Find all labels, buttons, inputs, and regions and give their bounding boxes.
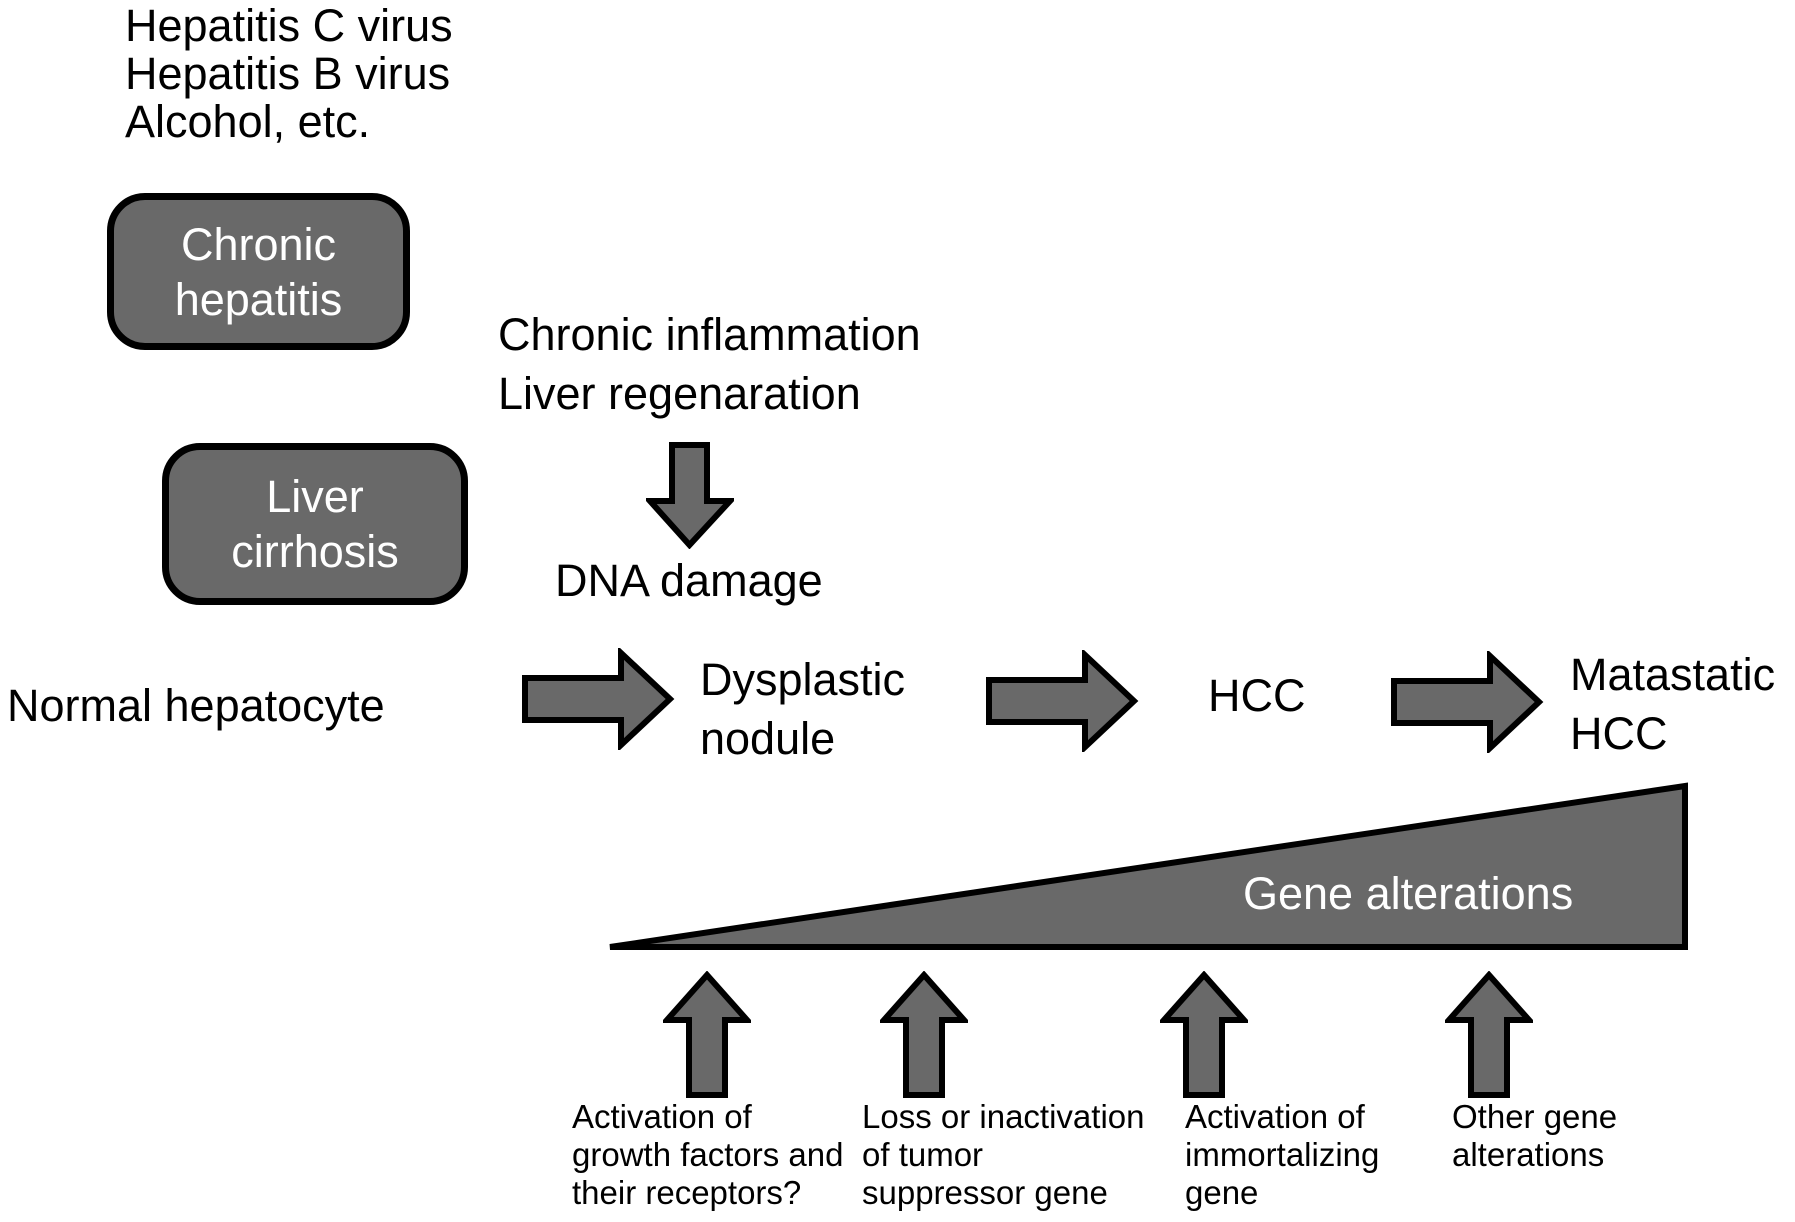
dysplastic-line: Dysplastic	[700, 654, 906, 705]
factor-line: Loss or inactivation	[862, 1098, 1145, 1135]
liver-cirrhosis-label-line: cirrhosis	[231, 526, 399, 577]
flow-step-normal-hepatocyte: Normal hepatocyte	[7, 680, 385, 731]
dna-damage-label: DNA damage	[555, 555, 823, 606]
gene-alterations-wedge	[609, 782, 1688, 950]
factor-line: Other gene	[1452, 1098, 1618, 1135]
flow-step-dysplastic-nodule: Dysplastic nodule	[700, 650, 905, 768]
flow-step-metastatic-hcc: Matastatic HCC	[1570, 645, 1775, 763]
factor-line: alterations	[1452, 1136, 1605, 1173]
gene-alterations-label: Gene alterations	[1243, 868, 1574, 919]
dysplastic-line: nodule	[700, 713, 836, 764]
up-arrow-icon	[663, 971, 751, 1098]
factor-line: their receptors?	[572, 1174, 802, 1211]
metastatic-line: HCC	[1570, 708, 1668, 759]
up-arrow-icon	[1445, 971, 1533, 1098]
chronic-hepatitis-box: Chronic hepatitis	[107, 193, 410, 350]
factor-line: of tumor	[862, 1136, 984, 1173]
chronic-hepatitis-label-line: Chronic	[180, 218, 337, 270]
right-arrow-icon	[522, 648, 675, 750]
factor-line: immortalizing	[1185, 1136, 1380, 1173]
liver-cirrhosis-label-line: Liver	[266, 471, 364, 522]
liver-cirrhosis-box: Liver cirrhosis	[162, 443, 468, 605]
process-line: Liver regenaration	[498, 368, 861, 419]
factor-label-growth-factors: Activation of growth factors and their r…	[572, 1098, 843, 1212]
etiology-line: Alcohol, etc.	[125, 96, 371, 147]
process-line: Chronic inflammation	[498, 309, 921, 360]
metastatic-line: Matastatic	[1570, 649, 1776, 700]
etiology-text-block: Hepatitis C virus Hepatitis B virus Alco…	[125, 2, 453, 146]
up-arrow-icon	[1160, 971, 1248, 1098]
etiology-line: Hepatitis B virus	[125, 48, 451, 99]
factor-label-immortalizing-gene: Activation of immortalizing gene	[1185, 1098, 1379, 1212]
factor-line: Activation of	[1185, 1098, 1365, 1135]
right-arrow-icon	[986, 650, 1139, 752]
factor-line: growth factors and	[572, 1136, 844, 1173]
factor-label-other-gene-alterations: Other gene alterations	[1452, 1098, 1617, 1174]
process-text-block: Chronic inflammation Liver regenaration	[498, 305, 921, 423]
factor-label-tumor-suppressor: Loss or inactivation of tumor suppressor…	[862, 1098, 1144, 1212]
up-arrow-icon	[880, 971, 968, 1098]
down-arrow-icon	[646, 442, 734, 549]
factor-line: gene	[1185, 1174, 1259, 1211]
right-arrow-icon	[1391, 651, 1544, 753]
flow-step-hcc: HCC	[1208, 670, 1306, 721]
etiology-line: Hepatitis C virus	[125, 0, 453, 51]
factor-line: suppressor gene	[862, 1174, 1108, 1211]
factor-line: Activation of	[572, 1098, 752, 1135]
chronic-hepatitis-label-line: hepatitis	[174, 273, 343, 325]
